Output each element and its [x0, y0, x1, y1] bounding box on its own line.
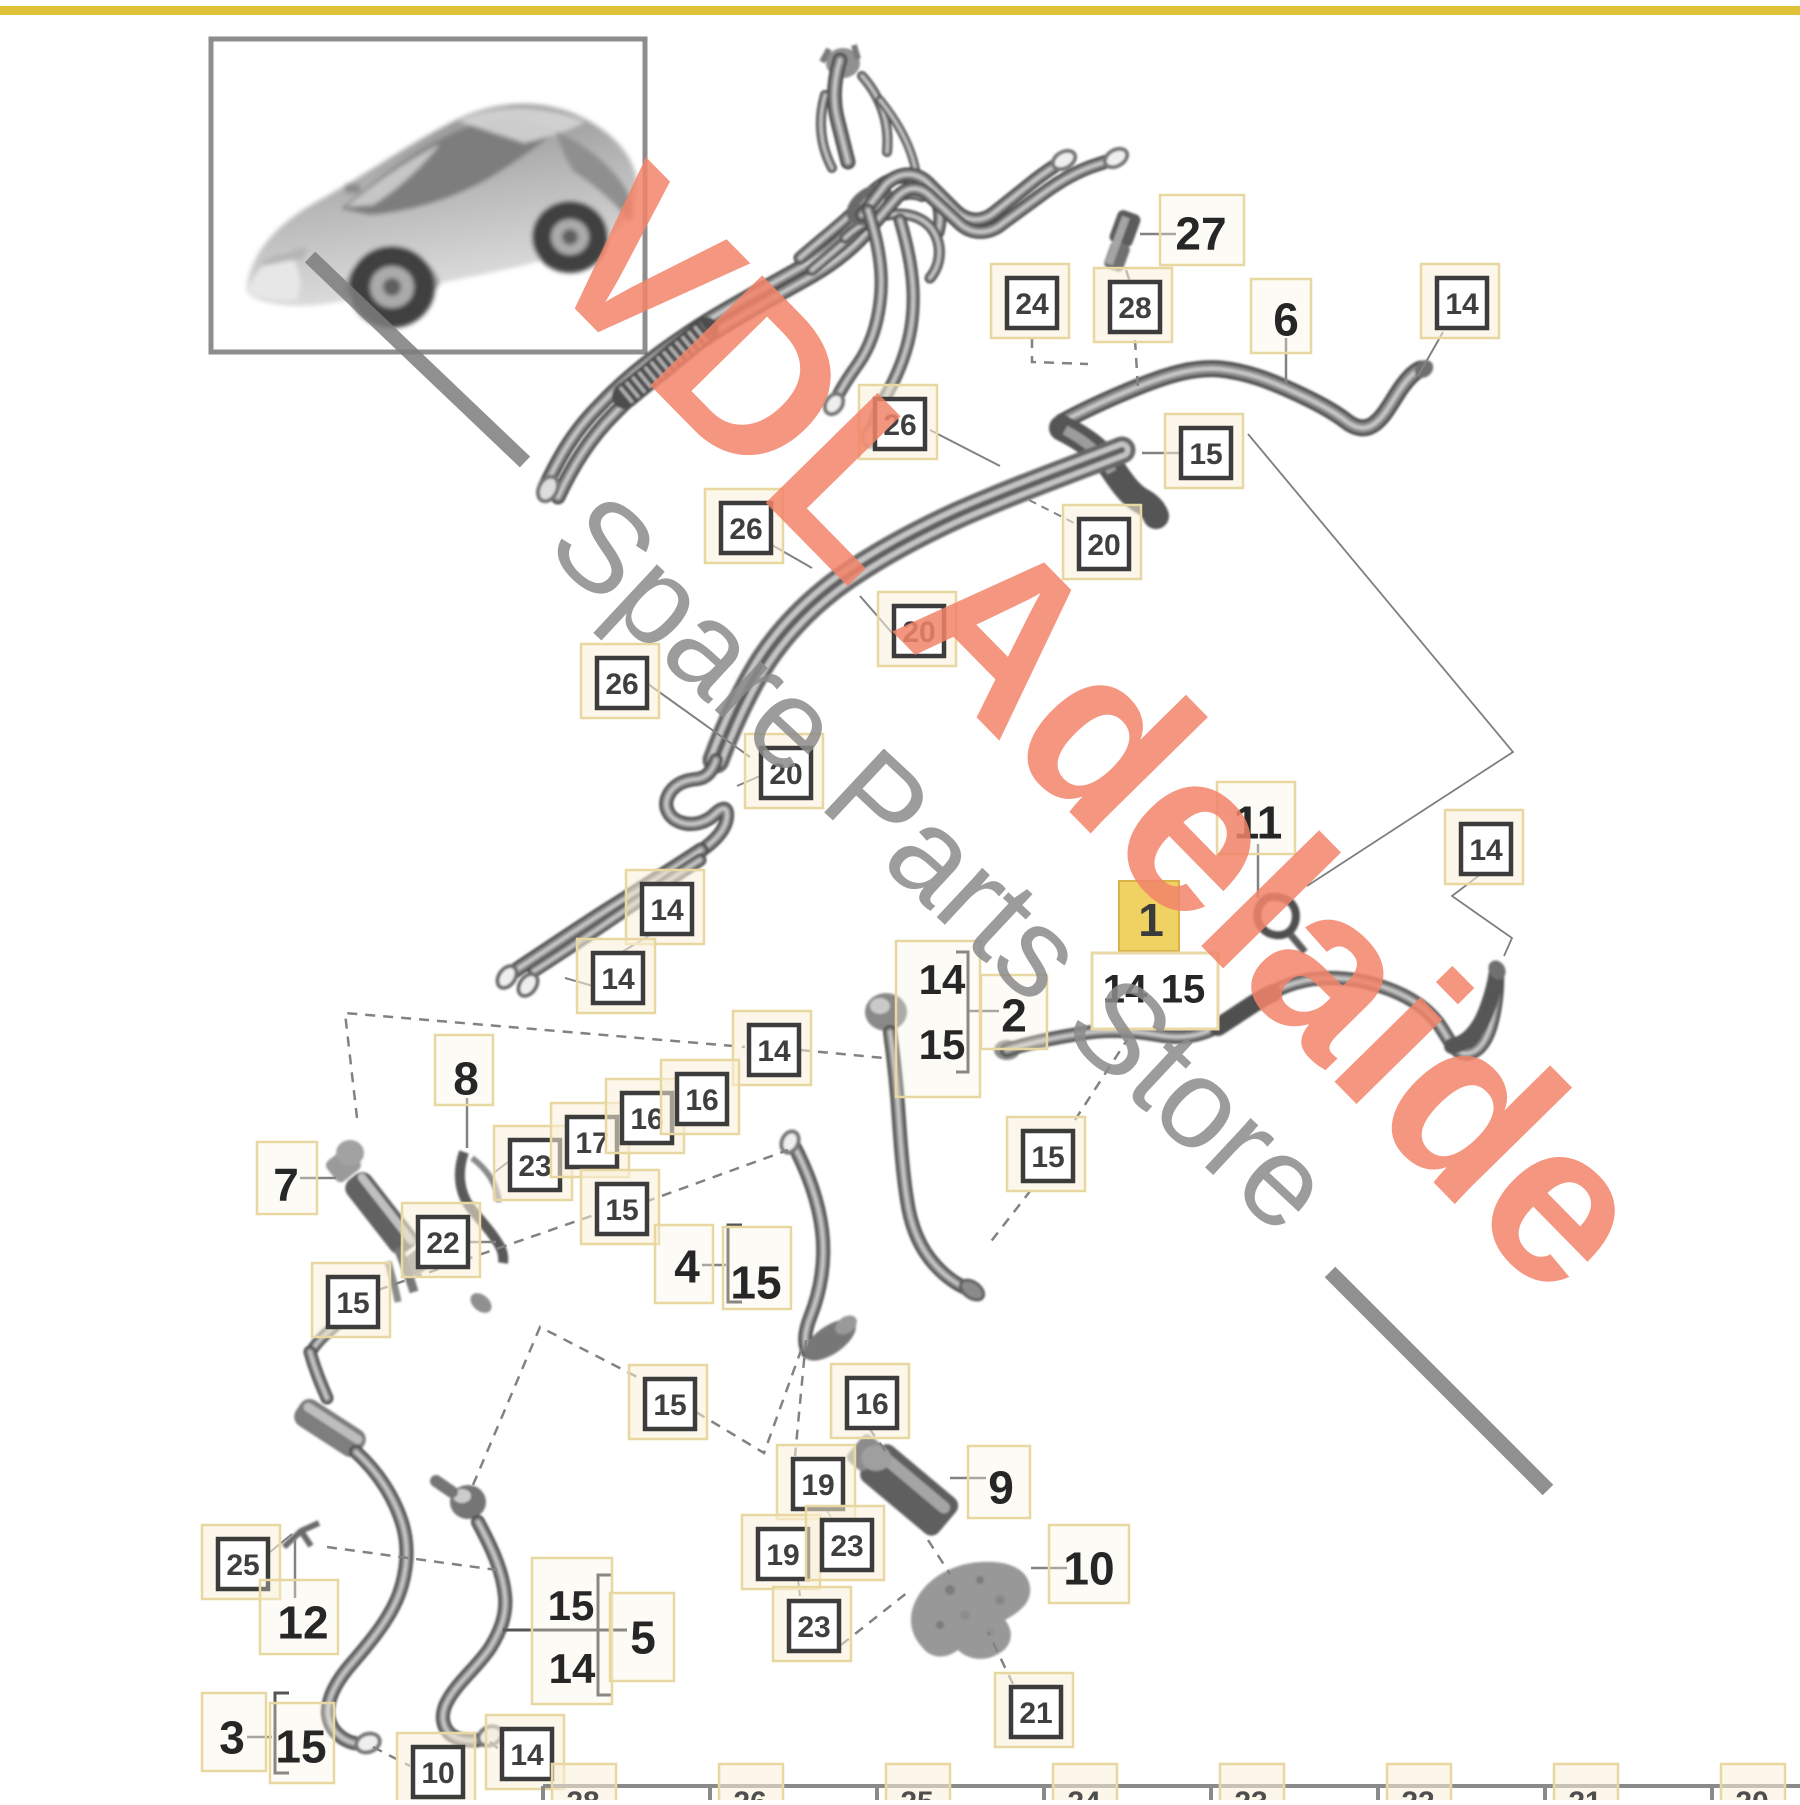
- svg-text:20: 20: [1087, 529, 1120, 562]
- svg-text:26: 26: [729, 513, 762, 546]
- svg-text:23: 23: [518, 1150, 551, 1183]
- svg-text:15: 15: [336, 1287, 369, 1320]
- svg-text:10: 10: [1063, 1543, 1114, 1595]
- svg-text:16: 16: [855, 1388, 888, 1421]
- svg-text:23: 23: [797, 1611, 830, 1644]
- svg-text:14: 14: [1445, 288, 1479, 321]
- svg-text:2: 2: [1001, 990, 1027, 1042]
- svg-text:17: 17: [575, 1127, 608, 1160]
- svg-text:1: 1: [1138, 894, 1164, 946]
- svg-text:28: 28: [566, 1786, 599, 1800]
- svg-text:25: 25: [900, 1786, 933, 1800]
- svg-text:15: 15: [1189, 438, 1222, 471]
- svg-text:16: 16: [630, 1103, 663, 1136]
- svg-text:15: 15: [1161, 967, 1206, 1011]
- svg-text:22: 22: [1401, 1786, 1434, 1800]
- svg-text:15: 15: [275, 1721, 326, 1773]
- svg-text:11: 11: [1234, 797, 1283, 849]
- svg-text:24: 24: [1015, 288, 1049, 321]
- svg-text:21: 21: [1568, 1786, 1601, 1800]
- svg-text:25: 25: [226, 1549, 259, 1582]
- svg-text:15: 15: [730, 1257, 781, 1309]
- svg-text:14: 14: [1469, 834, 1503, 867]
- svg-text:21: 21: [1019, 1697, 1052, 1730]
- svg-text:4: 4: [674, 1241, 700, 1293]
- svg-text:15: 15: [605, 1194, 638, 1227]
- svg-text:12: 12: [277, 1597, 328, 1649]
- svg-text:23: 23: [1234, 1786, 1267, 1800]
- svg-text:16: 16: [685, 1084, 718, 1117]
- svg-text:14: 14: [1103, 967, 1148, 1011]
- svg-text:7: 7: [273, 1159, 299, 1211]
- svg-text:19: 19: [766, 1539, 799, 1572]
- svg-text:15: 15: [1031, 1141, 1064, 1174]
- svg-text:15: 15: [548, 1582, 595, 1629]
- svg-text:28: 28: [1118, 292, 1151, 325]
- svg-text:20: 20: [902, 616, 935, 649]
- svg-text:6: 6: [1273, 294, 1299, 346]
- svg-text:14: 14: [650, 894, 684, 927]
- svg-text:14: 14: [510, 1739, 544, 1772]
- svg-text:14: 14: [549, 1645, 596, 1692]
- svg-text:14: 14: [757, 1035, 791, 1068]
- svg-text:14: 14: [919, 956, 966, 1003]
- svg-text:15: 15: [653, 1389, 686, 1422]
- svg-text:8: 8: [453, 1053, 479, 1105]
- svg-text:27: 27: [1175, 208, 1226, 260]
- svg-text:20: 20: [1735, 1786, 1768, 1800]
- svg-text:5: 5: [630, 1612, 656, 1664]
- svg-text:3: 3: [219, 1712, 245, 1764]
- svg-text:24: 24: [1067, 1786, 1101, 1800]
- svg-text:9: 9: [988, 1462, 1014, 1514]
- svg-text:26: 26: [733, 1786, 766, 1800]
- svg-text:14: 14: [601, 963, 635, 996]
- svg-text:26: 26: [883, 409, 916, 442]
- svg-text:19: 19: [801, 1469, 834, 1502]
- svg-text:26: 26: [605, 668, 638, 701]
- svg-text:20: 20: [769, 758, 802, 791]
- svg-text:22: 22: [426, 1227, 459, 1260]
- svg-text:15: 15: [919, 1021, 966, 1068]
- svg-text:10: 10: [421, 1757, 454, 1790]
- svg-text:23: 23: [830, 1530, 863, 1563]
